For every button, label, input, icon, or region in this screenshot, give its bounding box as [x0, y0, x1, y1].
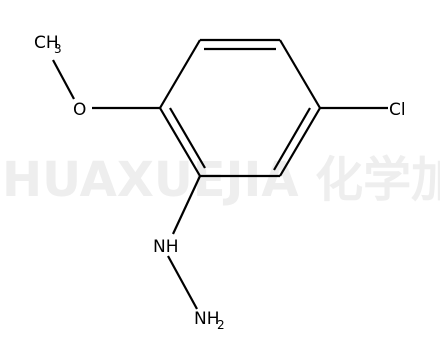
- ring-bond-c3-c4-inner: [273, 107, 311, 171]
- bond-c-nh: [172, 175, 201, 235]
- methyl-subscript: 3: [54, 42, 62, 56]
- nh2-subscript: 2: [217, 318, 225, 332]
- ring-bond-c5-c6: [159, 107, 201, 177]
- methyl-label: CH: [34, 33, 59, 53]
- chlorine-label: Cl: [389, 100, 406, 120]
- ring-bond-c6-c1: [159, 39, 201, 109]
- bond-o-ch3: [52, 59, 75, 100]
- ring-bond-c2-c3: [279, 39, 321, 109]
- nh2-label: NH: [194, 309, 220, 329]
- oxygen-label: O: [73, 100, 86, 120]
- ring-bond-c3-c4: [279, 107, 321, 177]
- bond-nh-nh2: [167, 255, 198, 310]
- watermark: HUAXUEJIA 化学加: [2, 152, 440, 208]
- ring-bond-c5-c6-inner: [169, 107, 206, 169]
- nh-label: NH: [153, 237, 179, 257]
